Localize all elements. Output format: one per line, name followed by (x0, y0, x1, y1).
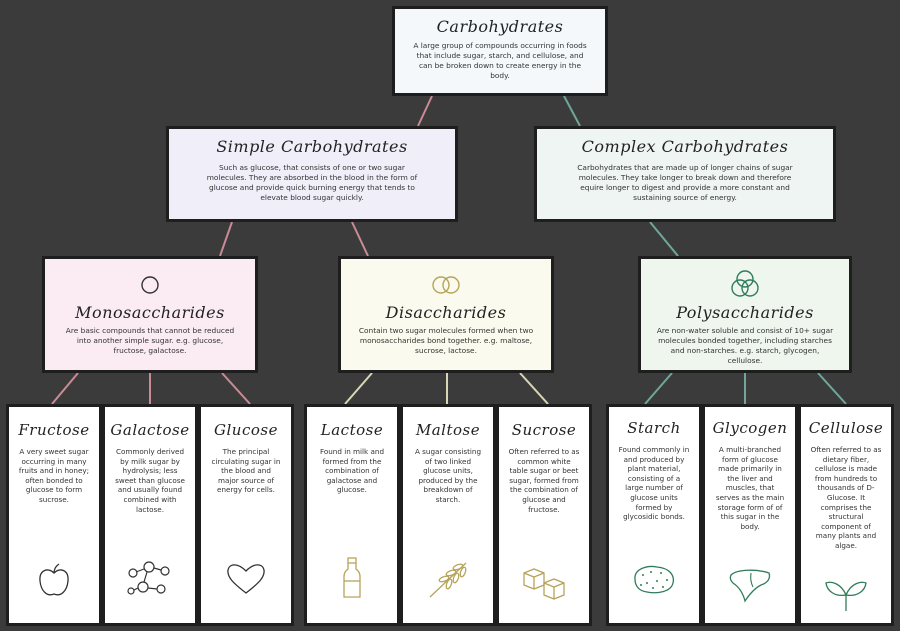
glucose-title: Glucose (214, 421, 278, 439)
monosaccharides-title: Monosaccharides (75, 303, 225, 322)
wheat-icon (429, 562, 467, 598)
double-circle-icon (432, 276, 460, 294)
milk-bottle-icon (343, 557, 361, 598)
triple-circle-icon (731, 270, 759, 297)
polysaccharides-desc: Are non-water soluble and consist of 10+… (656, 326, 834, 365)
sugar-cubes-icon (523, 568, 565, 600)
polysaccharides-box: Polysaccharides Are non-water soluble an… (638, 256, 852, 373)
polysaccharides-title: Polysaccharides (676, 303, 814, 322)
galactose-title: Galactose (110, 421, 190, 439)
fructose-box: Fructose A very sweet sugar occurring in… (6, 404, 102, 626)
leaf-sprout-icon (825, 581, 867, 611)
cellulose-box: Cellulose Often referred to as dietary f… (798, 404, 894, 626)
cellulose-title: Cellulose (808, 419, 884, 437)
connector-complex-poly (649, 221, 679, 257)
sucrose-desc: Often referred to as common white table … (508, 447, 580, 514)
complex-carbohydrates-box: Complex Carbohydrates Carbohydrates that… (534, 126, 836, 222)
sucrose-title: Sucrose (511, 421, 577, 439)
galactose-box: Galactose Commonly derived by milk sugar… (102, 404, 198, 626)
potato-icon (634, 565, 675, 594)
lactose-desc: Found in milk and formed from the combin… (319, 447, 385, 495)
connector-top-simple (417, 95, 433, 127)
lactose-title: Lactose (320, 421, 384, 439)
glycogen-title: Glycogen (712, 419, 788, 437)
fructose-desc: A very sweet sugar occurring in many fru… (18, 447, 90, 504)
simple-carbohydrates-desc: Such as glucose, that consists of one or… (206, 163, 418, 202)
single-circle-icon (141, 276, 159, 294)
connector-poly-cellulose (817, 372, 847, 405)
connector-di-sucrose (519, 372, 549, 405)
simple-carbohydrates-title: Simple Carbohydrates (216, 137, 408, 156)
sucrose-box: Sucrose Often referred to as common whit… (496, 404, 592, 626)
galactose-desc: Commonly derived by milk sugar by hydrol… (115, 447, 185, 514)
complex-carbohydrates-desc: Carbohydrates that are made up of longer… (577, 163, 793, 202)
maltose-title: Maltose (415, 421, 481, 439)
liver-icon (729, 569, 771, 603)
glucose-box: Glucose The principal circulating sugar … (198, 404, 294, 626)
connector-simple-di (351, 221, 369, 257)
monosaccharides-box: Monosaccharides Are basic compounds that… (42, 256, 258, 373)
carbohydrates-title: Carbohydrates (436, 17, 564, 36)
starch-box: Starch Found commonly in and produced by… (606, 404, 702, 626)
glycogen-box: Glycogen A multi-branched form of glucos… (702, 404, 798, 626)
carbohydrates-desc: A large group of compounds occurring in … (413, 41, 587, 80)
disaccharides-box: Disaccharides Contain two sugar molecule… (338, 256, 554, 373)
maltose-box: Maltose A sugar consisting of two linked… (400, 404, 496, 626)
fructose-title: Fructose (18, 421, 90, 439)
connector-di-lactose (344, 372, 373, 405)
glucose-desc: The principal circulating sugar in the b… (211, 447, 281, 495)
connector-poly-starch (644, 372, 673, 405)
glycogen-desc: A multi-branched form of glucose made pr… (715, 445, 785, 531)
starch-title: Starch (627, 419, 681, 437)
lactose-box: Lactose Found in milk and formed from th… (304, 404, 400, 626)
complex-carbohydrates-title: Complex Carbohydrates (581, 137, 789, 156)
molecule-icon (127, 561, 170, 595)
heart-icon (227, 564, 265, 594)
connector-simple-mono (219, 221, 233, 257)
carbohydrates-box: Carbohydrates A large group of compounds… (392, 6, 608, 96)
connector-mono-fructose (51, 372, 79, 405)
disaccharides-desc: Contain two sugar molecules formed when … (358, 326, 534, 355)
maltose-desc: A sugar consisting of two linked glucose… (414, 447, 482, 504)
monosaccharides-desc: Are basic compounds that cannot be reduc… (65, 326, 235, 355)
connector-mono-glucose (221, 372, 251, 405)
connector-top-complex (563, 95, 581, 127)
simple-carbohydrates-box: Simple Carbohydrates Such as glucose, th… (166, 126, 458, 222)
starch-desc: Found commonly in and produced by plant … (618, 445, 690, 522)
disaccharides-title: Disaccharides (385, 303, 507, 322)
cellulose-desc: Often referred to as dietary fiber, cell… (810, 445, 882, 550)
apple-icon (39, 563, 69, 596)
